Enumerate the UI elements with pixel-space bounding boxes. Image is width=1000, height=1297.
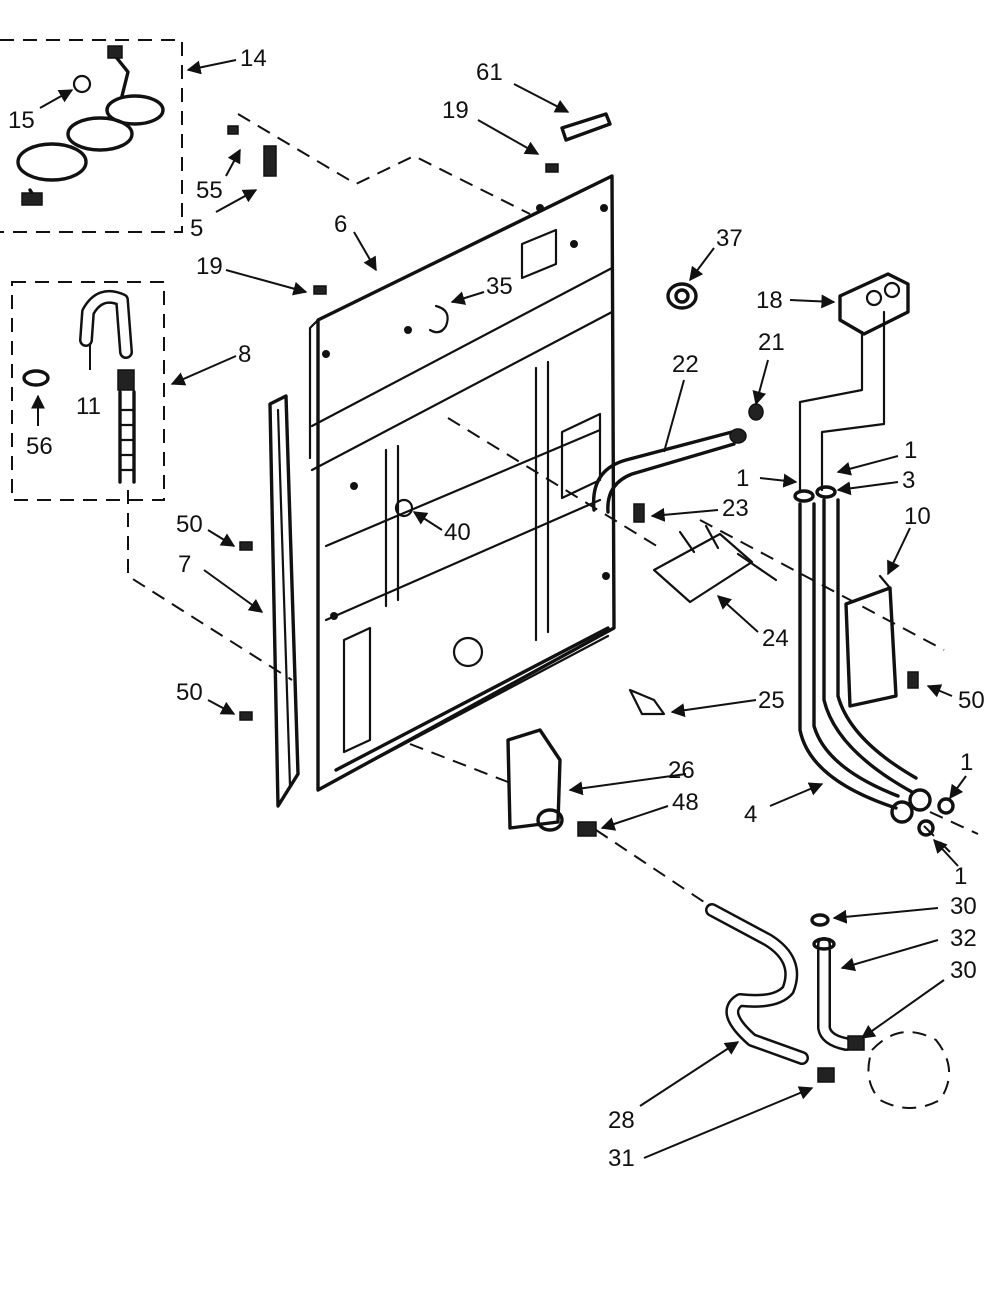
part-label-4: 4 [744,801,757,828]
part-label-18: 18 [756,287,783,314]
part-label-50-c: 50 [176,679,203,706]
power-cord-kit [0,39,183,233]
part-label-1-d: 1 [954,863,967,890]
part-label-1-c: 1 [960,749,973,776]
part-label-11: 11 [76,393,101,420]
part-label-22: 22 [672,351,699,378]
part-label-10: 10 [904,503,931,530]
part-label-35: 35 [486,273,513,300]
part-label-6: 6 [334,211,347,238]
part-label-24: 24 [762,625,789,652]
part-label-56: 56 [26,433,53,460]
panel-top-line [237,113,531,215]
part-label-3: 3 [902,467,915,494]
part-label-61: 61 [476,59,503,86]
part-label-19-top: 19 [442,97,469,124]
part-label-19-mid: 19 [196,253,223,280]
inlet-tube-and-pump [591,403,778,604]
part-label-23: 23 [722,495,749,522]
water-valve-assembly [793,272,932,824]
drain-routing-line [409,743,711,907]
part-label-21: 21 [758,329,785,356]
part-label-26: 26 [668,757,695,784]
part-label-15: 15 [8,107,35,134]
part-label-50-b: 50 [958,687,985,714]
part-label-55: 55 [196,177,223,204]
part-label-8: 8 [238,341,251,368]
part-label-28: 28 [608,1107,635,1134]
part-label-1-b: 1 [736,465,749,492]
part-label-48: 48 [672,789,699,816]
part-labels: 14 15 55 5 61 19 6 37 18 19 35 21 8 11 5… [8,45,985,1172]
part-label-1-a: 1 [904,437,917,464]
pump-routing-line [447,417,945,651]
part-label-30-b: 30 [950,957,977,984]
part-label-32: 32 [950,925,977,952]
leader-lines [31,59,967,1159]
rear-panel [308,174,616,792]
part-label-40: 40 [444,519,471,546]
part-label-31: 31 [608,1145,635,1172]
part-label-30-a: 30 [950,893,977,920]
inlet-hose-kit [11,281,165,501]
side-strip [268,394,300,808]
part-label-7: 7 [178,551,191,578]
part-label-25: 25 [758,687,785,714]
part-label-37: 37 [716,225,743,252]
hose-routing-line [127,490,293,681]
drain-assembly [506,688,951,1109]
part-label-50-a: 50 [176,511,203,538]
hardware [227,112,955,837]
part-label-14: 14 [240,45,267,72]
part-label-5: 5 [190,215,203,242]
